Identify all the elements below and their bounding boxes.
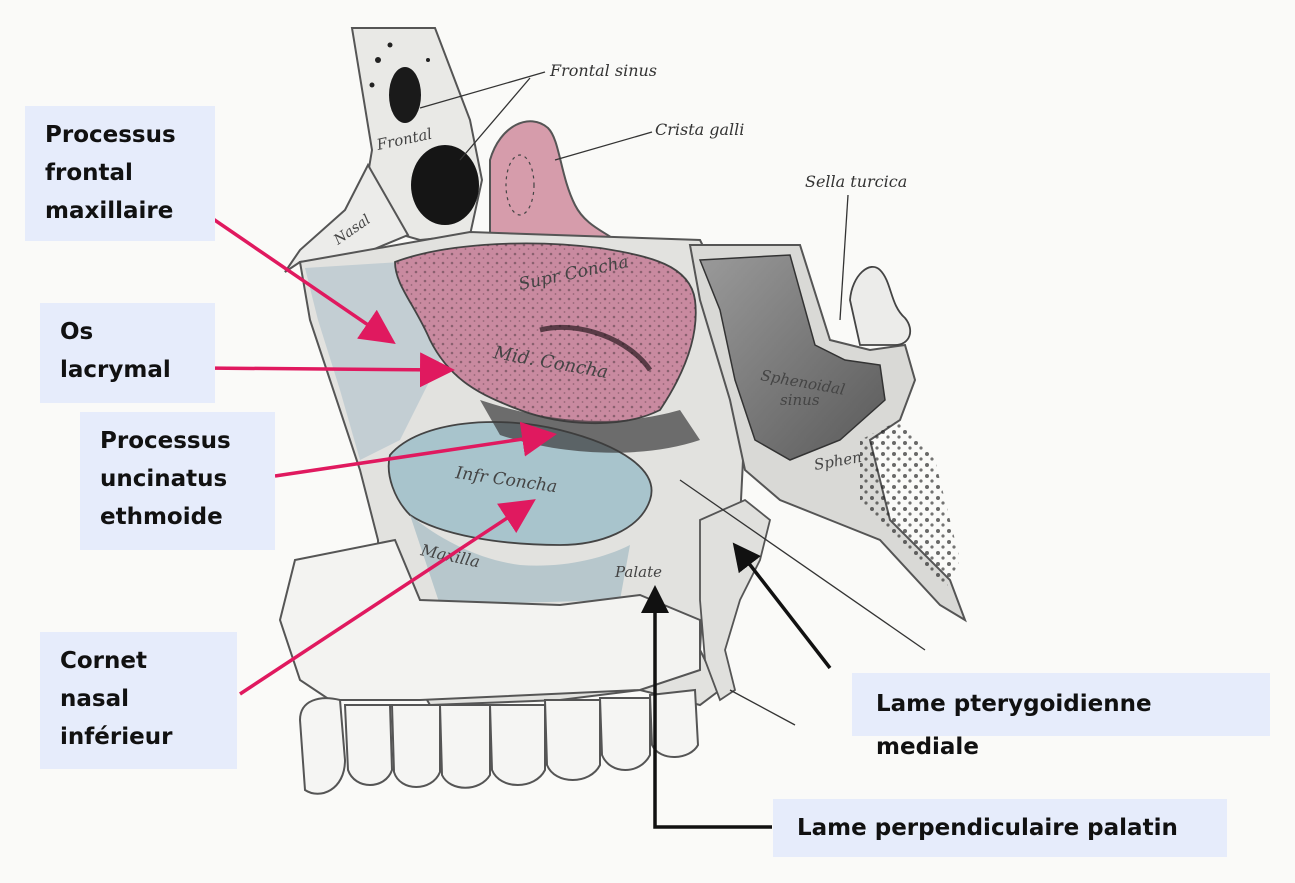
sphenoidal-sinus — [698, 254, 886, 461]
sella-turcica-text: Sella turcica — [805, 172, 907, 191]
sinus-text: sinus — [780, 391, 820, 409]
frontal-sinus-text: Frontal sinus — [549, 61, 657, 80]
label-processus-uncinatus-ethmoide: Processus uncinatus ethmoide — [80, 412, 275, 550]
crista-galli — [489, 120, 619, 242]
arrow-os-lacrymal — [199, 352, 455, 388]
arrow-lame-perpendiculaire — [641, 585, 772, 829]
label-lame-pterygoidienne-mediale: Lame pterygoidienne mediale — [852, 673, 1270, 760]
teeth — [298, 688, 700, 795]
label-os-lacrymal: Os lacrymal — [40, 303, 215, 403]
hard-palate — [278, 538, 701, 701]
nasal-bone — [284, 162, 410, 273]
frontal-sinus-upper — [389, 67, 421, 123]
pterygoid-process — [699, 498, 772, 702]
crista-galli-text: Crista galli — [655, 120, 744, 139]
label-cornet-nasal-inferieur: Cornet nasal inférieur — [40, 632, 237, 769]
engraving-leaders — [419, 71, 926, 726]
sella-turcica-shape — [849, 266, 912, 346]
arrow-processus-frontal — [199, 208, 396, 344]
palate-text: Palate — [614, 563, 662, 581]
arrow-processus-uncinatus — [274, 421, 557, 478]
label-processus-frontal-maxillaire: Processus frontal maxillaire — [25, 106, 215, 241]
arrow-lame-pterygoidienne — [732, 542, 832, 670]
label-lame-perpendiculaire-palatin: Lame perpendiculaire palatin — [773, 799, 1227, 857]
lacrimal-region — [305, 262, 440, 460]
arrow-cornet-nasal — [239, 499, 536, 696]
frontal-sinus-lower — [411, 145, 479, 225]
